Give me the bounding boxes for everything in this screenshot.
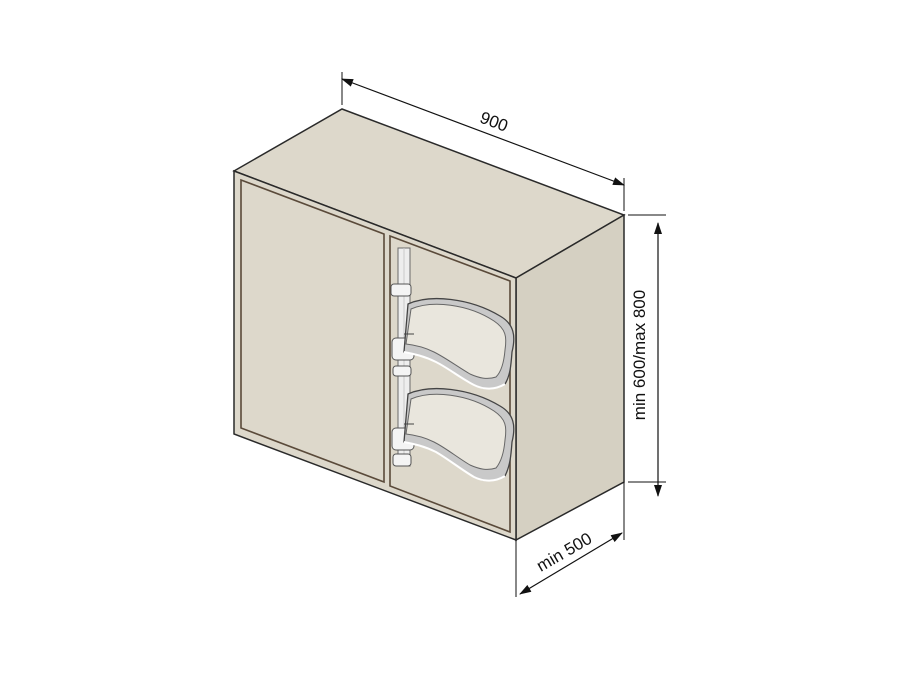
cabinet-door <box>240 178 385 484</box>
upper-swing-tray <box>403 298 515 390</box>
height-dimension: min 600/max 800 <box>628 214 666 497</box>
lower-swing-tray <box>403 388 515 482</box>
depth-label: min 500 <box>533 529 595 576</box>
height-label: min 600/max 800 <box>630 290 649 420</box>
